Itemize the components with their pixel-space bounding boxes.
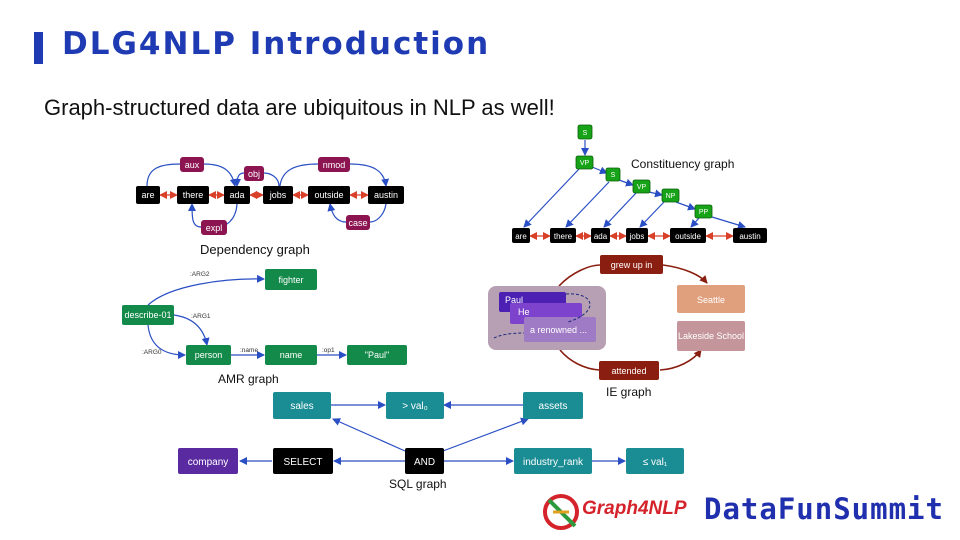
const-tag-pp: PP [699,209,709,216]
dep-word-austin: austin [374,190,398,200]
dependency-graph-caption: Dependency graph [200,242,310,257]
graph4nlp-logo-text: Graph4NLP [582,498,687,519]
amr-node-name: name [280,350,303,360]
amr-edge-op1: :op1 [322,347,335,354]
const-word-austin: austin [739,232,760,241]
ie-mention-renowned: a renowned ... [530,325,587,335]
amr-node-fighter: fighter [278,275,303,285]
datafunsummit-logo-text: DataFunSummit [704,492,944,526]
amr-node-paul: "Paul" [365,350,389,360]
amr-edge-arg0: :ARG0 [142,349,162,356]
amr-node-person: person [195,350,223,360]
const-tag-s-root: S [583,130,588,137]
dep-rel-obj: obj [248,169,260,179]
const-word-there: there [554,232,573,241]
sql-node-select: SELECT [284,457,323,468]
sql-graph-caption: SQL graph [389,477,447,491]
sql-graph: sales > val₀ assets company SELECT AND i… [178,392,684,491]
dep-rel-nmod: nmod [323,160,346,170]
ie-graph-caption: IE graph [606,385,651,399]
dep-word-are: are [141,190,154,200]
ie-graph: Paul He a renowned ... grew up in attend… [488,255,745,399]
ie-mention-he: He [518,307,530,317]
const-word-ada: ada [594,232,608,241]
slide-subtitle: Graph-structured data are ubiquitous in … [44,95,555,120]
ie-rel-grew-up-in: grew up in [611,260,653,270]
amr-graph-caption: AMR graph [218,372,279,386]
const-tag-vp-1: VP [580,160,590,167]
title-accent-bar [34,32,43,64]
const-word-are: are [515,232,527,241]
amr-edge-arg1: :ARG1 [191,313,211,320]
ie-rel-attended: attended [611,366,646,376]
sql-node-le-val1: ≤ val₁ [643,457,668,468]
sql-node-sales: sales [290,401,313,412]
dep-word-ada: ada [229,190,244,200]
ie-mention-paul: Paul [505,295,523,305]
amr-edge-arg2: :ARG2 [190,271,210,278]
const-tag-vp-2: VP [637,184,647,191]
amr-edge-name: :name [240,347,258,354]
amr-graph: describe-01 fighter person name "Paul" :… [122,269,407,386]
dep-word-outside: outside [314,190,343,200]
const-word-outside: outside [675,232,701,241]
sql-node-gt-val0: > val₀ [402,401,428,412]
amr-node-describe: describe-01 [124,310,171,320]
sql-node-industry-rank: industry_rank [523,457,584,468]
constituency-graph-caption: Constituency graph [631,157,734,171]
sql-node-company: company [188,457,229,468]
dep-word-there: there [183,190,204,200]
const-word-jobs: jobs [629,232,645,241]
dep-rel-case: case [348,218,367,228]
constituency-graph: S VP S VP NP PP are there ada jobs out [512,124,767,243]
dep-word-jobs: jobs [269,190,287,200]
sql-node-assets: assets [539,401,568,412]
sql-node-and: AND [414,457,435,468]
const-tag-np: NP [666,193,676,200]
dep-rel-expl: expl [206,223,223,233]
slide-title: DLG4NLP Introduction [62,26,491,62]
const-tag-s-2: S [611,172,616,179]
graph4nlp-logo-icon [543,494,579,530]
ie-entity-lakeside: Lakeside School [677,330,745,341]
dep-rel-aux: aux [185,160,200,170]
ie-entity-seattle: Seattle [697,295,725,305]
dep-word-nodes [136,186,404,204]
ie-entity-lakeside-wrap: Lakeside School [677,330,745,341]
dependency-graph: are there ada jobs outside austin aux ob… [136,157,404,257]
